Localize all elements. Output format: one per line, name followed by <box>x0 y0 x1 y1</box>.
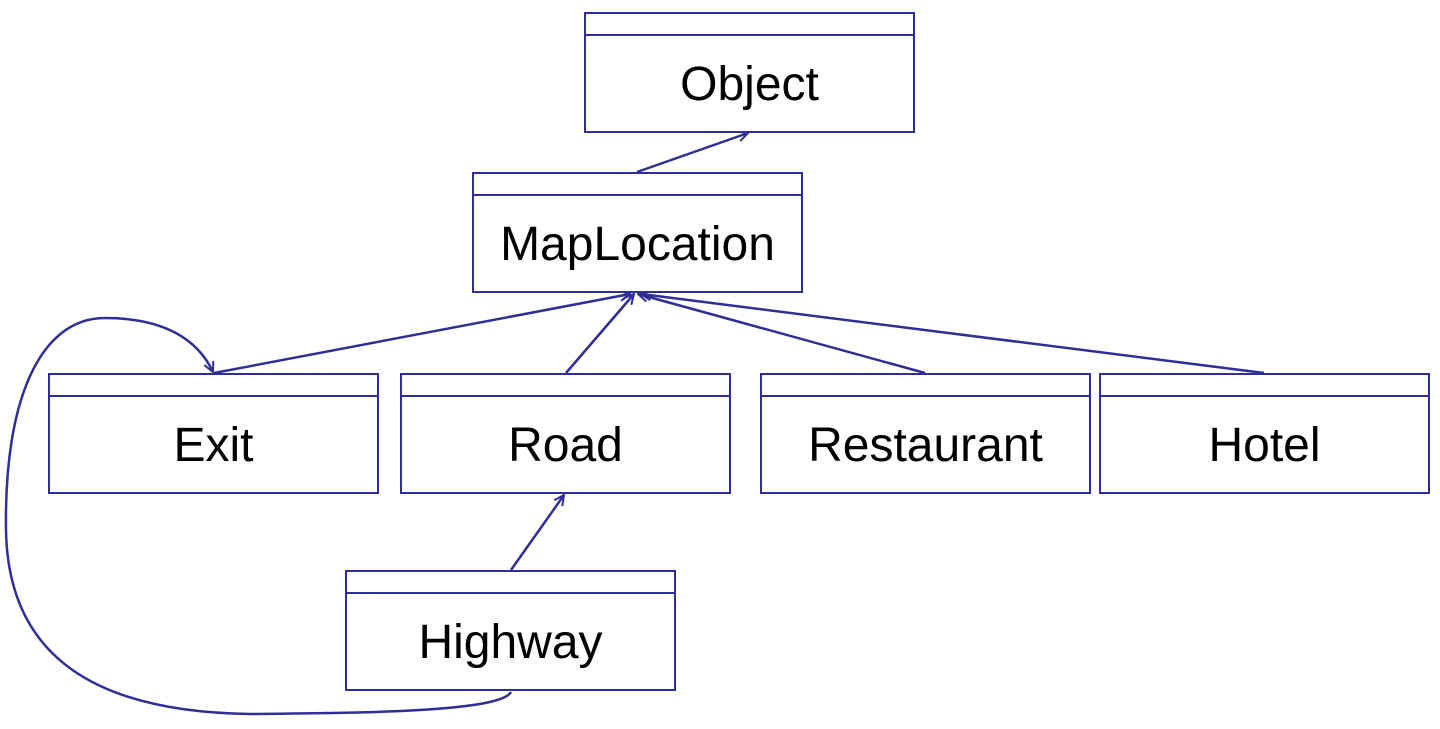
edge-highway-to-exit <box>4 316 513 716</box>
class-header-divider <box>474 194 801 196</box>
class-box-maplocation: MapLocation <box>472 172 803 293</box>
class-box-exit: Exit <box>48 373 379 494</box>
class-header-divider <box>50 395 377 397</box>
class-name-restaurant: Restaurant <box>808 419 1043 472</box>
class-name-exit: Exit <box>173 419 254 472</box>
class-header-divider <box>762 395 1089 397</box>
class-name-highway: Highway <box>418 616 603 669</box>
edge-highway-to-road <box>509 495 564 571</box>
class-name-object: Object <box>680 58 819 111</box>
class-box-restaurant: Restaurant <box>760 373 1091 494</box>
class-box-road: Road <box>400 373 731 494</box>
class-name-maplocation: MapLocation <box>500 218 775 271</box>
edge-exit-to-maplocation <box>213 294 630 375</box>
class-name-road: Road <box>508 419 623 472</box>
class-box-hotel: Hotel <box>1099 373 1430 494</box>
edge-restaurant-to-maplocation <box>638 294 926 375</box>
class-box-highway: Highway <box>345 570 676 691</box>
class-header-divider <box>402 395 729 397</box>
class-header-divider <box>1101 395 1428 397</box>
edge-maplocation-to-object <box>636 133 748 174</box>
edge-hotel-to-maplocation <box>641 294 1265 375</box>
class-header-divider <box>586 34 913 36</box>
edge-road-to-maplocation <box>565 294 634 374</box>
class-box-object: Object <box>584 12 915 133</box>
class-name-hotel: Hotel <box>1208 419 1321 472</box>
class-header-divider <box>347 592 674 594</box>
